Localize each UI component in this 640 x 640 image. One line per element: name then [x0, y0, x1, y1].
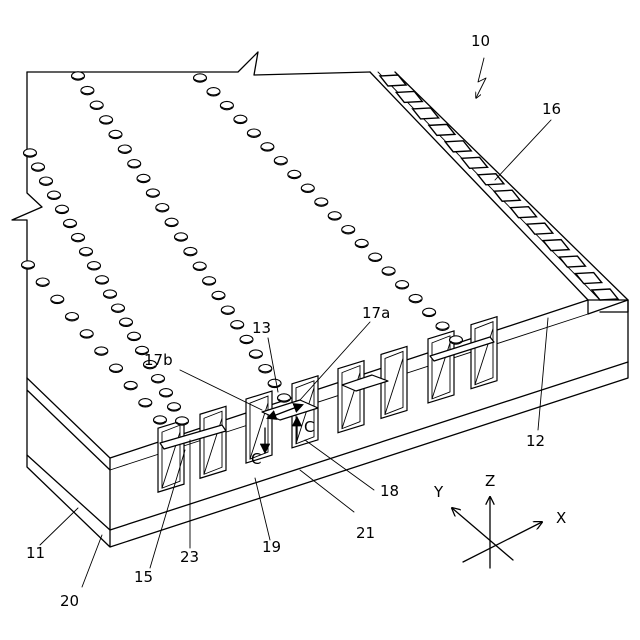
- pad: [494, 190, 520, 201]
- label-17b: 17b: [144, 351, 173, 369]
- label-18: 18: [380, 482, 399, 500]
- pad: [592, 289, 618, 300]
- label-15: 15: [134, 568, 153, 586]
- label-16: 16: [542, 100, 561, 118]
- label-21: 21: [356, 524, 375, 542]
- section-label-c-left: C: [251, 450, 261, 468]
- right-strip-outer-edge: [395, 72, 628, 300]
- axis-label-y: Y: [433, 483, 444, 501]
- label-19: 19: [262, 538, 281, 556]
- label-20: 20: [60, 592, 79, 610]
- pad: [396, 91, 422, 102]
- pad: [413, 108, 439, 119]
- axis-label-x: X: [556, 509, 566, 527]
- base-plate: [27, 362, 628, 547]
- label-11: 11: [26, 544, 45, 562]
- pad-array: [380, 75, 618, 300]
- label-10: 10: [471, 32, 490, 50]
- pad: [543, 240, 569, 251]
- pad: [527, 223, 553, 234]
- section-label-c-right: C: [304, 418, 314, 436]
- top-plate-left-edge: [12, 72, 42, 378]
- label-23: 23: [180, 548, 199, 566]
- cell-array: [158, 317, 497, 492]
- label-12: 12: [526, 432, 545, 450]
- label-13: 13: [252, 319, 271, 337]
- pad: [559, 256, 585, 267]
- axis-label-z: Z: [485, 472, 495, 490]
- axis-triad: Z X Y: [433, 472, 566, 568]
- pad: [380, 75, 406, 86]
- pad: [510, 207, 536, 218]
- front-face-right-edge: [588, 300, 628, 362]
- pad: [576, 273, 602, 284]
- label-17a: 17a: [362, 304, 390, 322]
